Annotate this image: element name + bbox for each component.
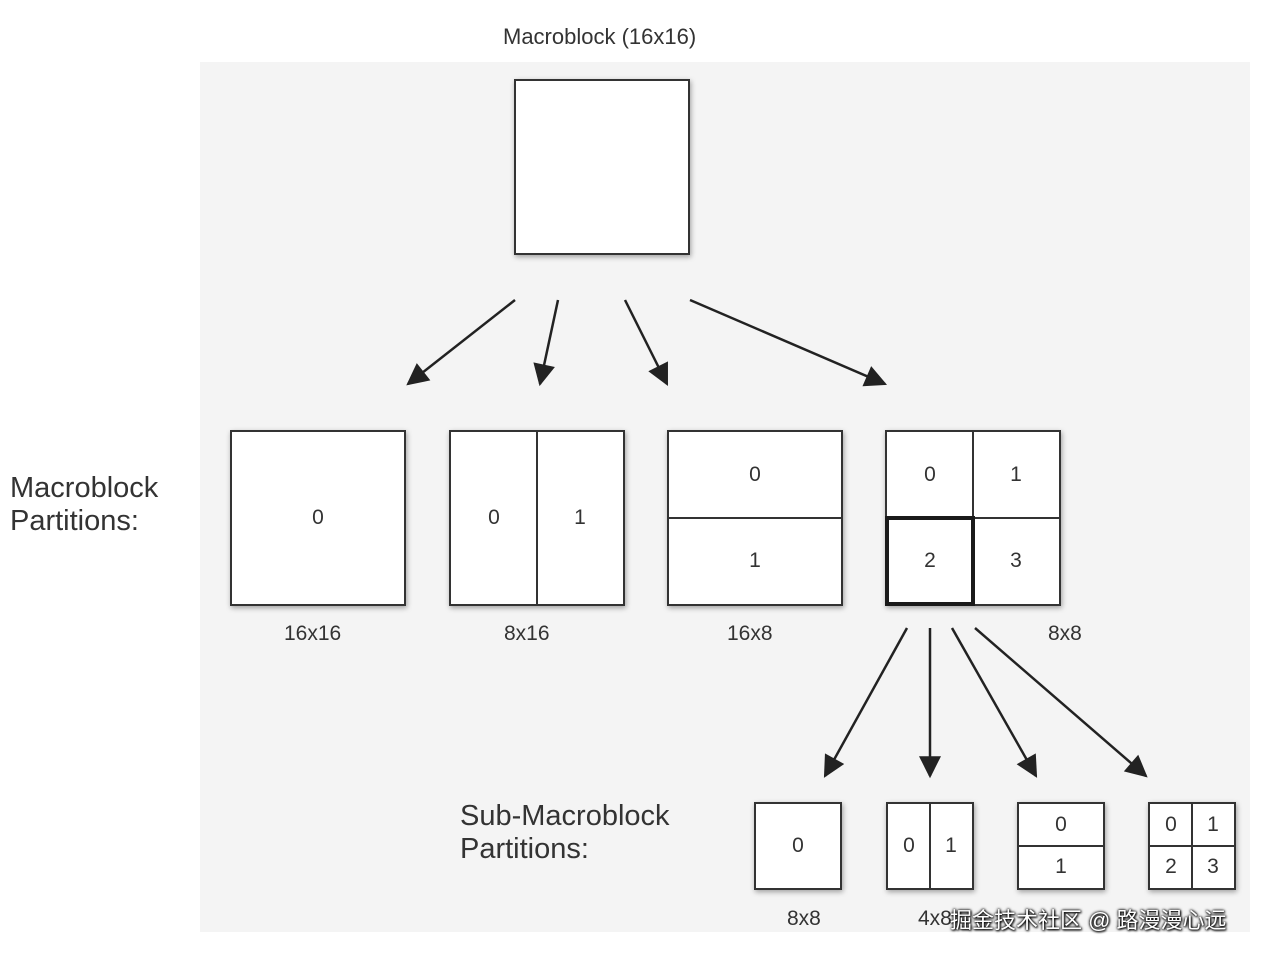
macroblock-partitions-label: Macroblock Partitions: — [10, 472, 158, 538]
partition-divider — [536, 432, 538, 604]
partition-cell: 1 — [1019, 846, 1103, 888]
partition-cell: 3 — [973, 518, 1059, 604]
arrow-to-16x8 — [623, 299, 669, 386]
sub-partition-4x8: 0 1 — [886, 802, 974, 890]
arrow-to-16x16 — [406, 299, 516, 386]
partition-cell: 0 — [1150, 804, 1192, 846]
sub-macroblock-partitions-label: Sub-Macroblock Partitions: — [460, 800, 670, 866]
partition-caption: 4x8 — [918, 907, 952, 930]
macroblock-16x16 — [514, 79, 690, 255]
partition-8x8: 0 1 2 3 — [885, 430, 1061, 606]
arrow-to-sub-4x4 — [974, 627, 1148, 778]
partition-cell: 1 — [669, 518, 841, 604]
partition-cell: 2 — [1150, 846, 1192, 888]
partition-divider — [929, 804, 931, 888]
diagram-title: Macroblock (16x16) — [503, 24, 697, 49]
section-label-line: Partitions: — [10, 505, 139, 537]
arrow-to-sub-8x4 — [950, 627, 1038, 778]
partition-cell: 0 — [669, 432, 841, 518]
partition-cell: 1 — [537, 432, 623, 604]
partition-cell: 0 — [451, 432, 537, 604]
partition-cell: 3 — [1192, 846, 1234, 888]
partition-16x16: 0 — [230, 430, 406, 606]
sub-partition-4x4: 0 1 2 3 — [1148, 802, 1236, 890]
partition-caption: 16x8 — [727, 622, 773, 645]
sub-partition-8x4: 0 1 — [1017, 802, 1105, 890]
watermark: 掘金技术社区 @ 路漫漫心远 — [950, 908, 1227, 933]
partition-divider — [1150, 845, 1234, 847]
partition-cell: 1 — [930, 804, 972, 888]
arrow-to-sub-8x8 — [823, 627, 909, 778]
partition-cell: 0 — [887, 432, 973, 518]
partition-caption: 16x16 — [284, 622, 342, 645]
partition-divider — [1019, 845, 1103, 847]
partition-cell: 0 — [756, 804, 840, 888]
partition-divider — [669, 517, 841, 519]
arrow-to-8x16 — [533, 299, 560, 387]
section-label-line: Macroblock — [10, 472, 159, 504]
partition-caption: 8x8 — [1048, 622, 1082, 645]
partition-cell: 0 — [1019, 804, 1103, 846]
arrow-to-8x8 — [689, 298, 888, 387]
section-label-line: Partitions: — [460, 833, 589, 865]
partition-cell: 1 — [973, 432, 1059, 518]
partition-cell: 0 — [232, 432, 404, 604]
partition-8x16: 0 1 — [449, 430, 625, 606]
sub-partition-8x8: 0 — [754, 802, 842, 890]
partition-16x8: 0 1 — [667, 430, 843, 606]
partition-cell-highlighted: 2 — [887, 518, 973, 604]
partition-cell: 0 — [888, 804, 930, 888]
highlight-outline — [885, 516, 975, 606]
partition-caption: 8x8 — [787, 907, 821, 930]
partition-cell: 1 — [1192, 804, 1234, 846]
partition-caption: 8x16 — [504, 622, 550, 645]
section-label-line: Sub-Macroblock — [460, 800, 670, 832]
